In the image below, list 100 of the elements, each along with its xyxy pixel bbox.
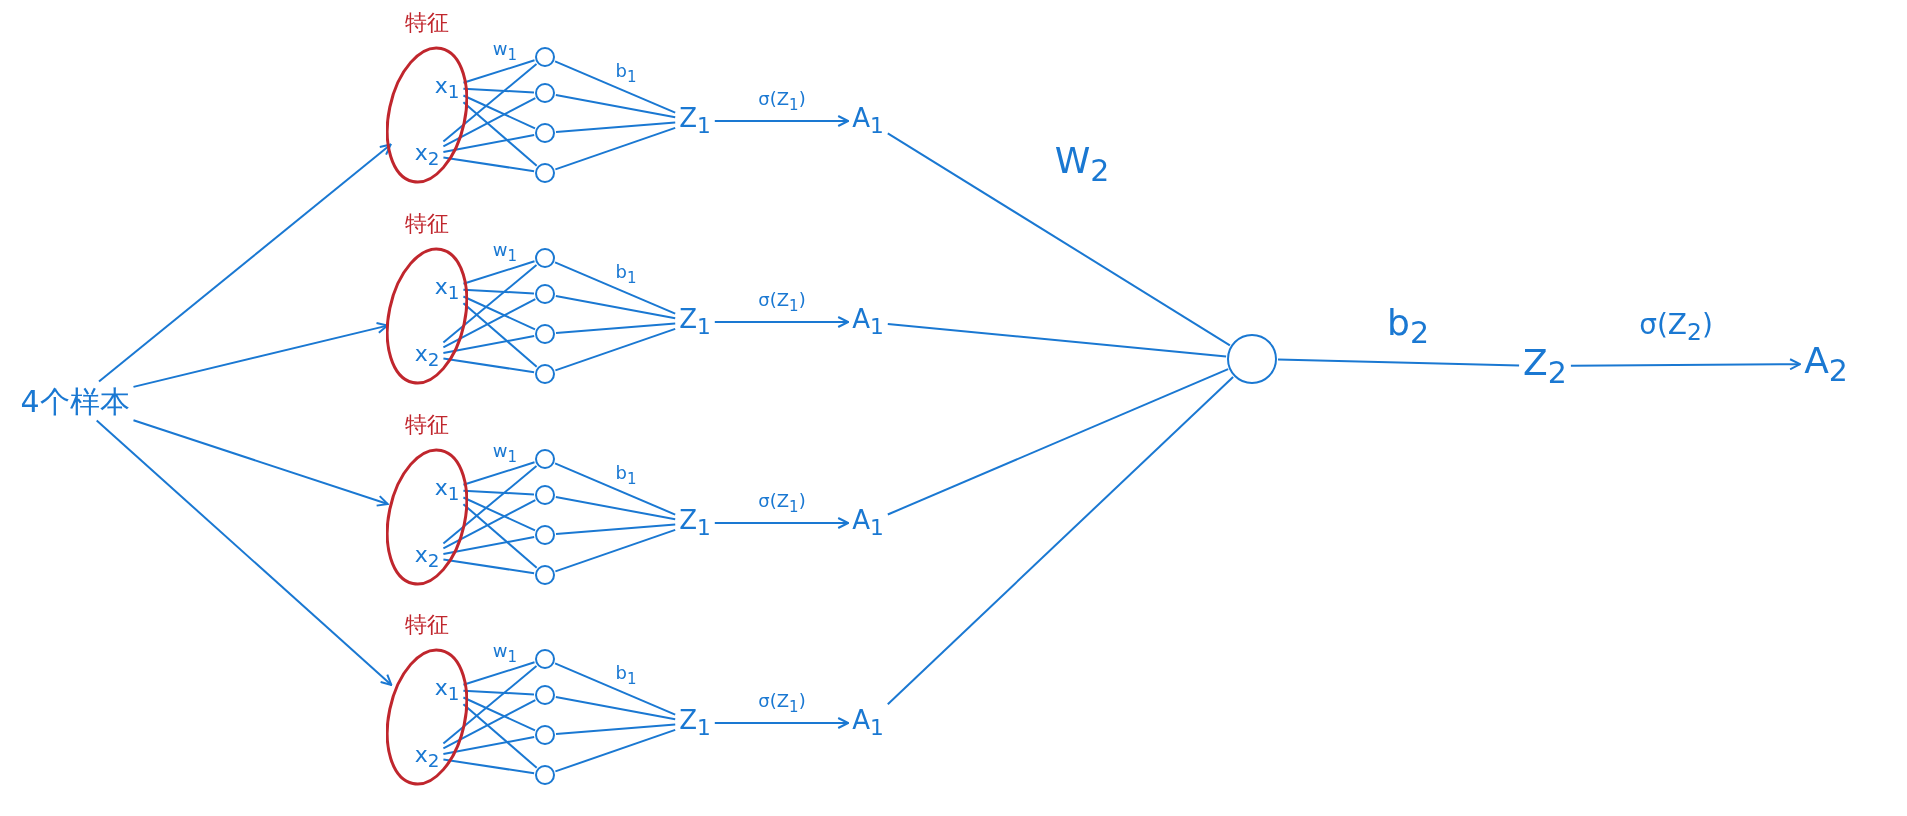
connector-line — [442, 264, 538, 344]
input-label: x$_{1}$ — [434, 475, 460, 505]
connector-line — [462, 703, 538, 769]
sample-label: 4个样本 — [20, 384, 130, 418]
connector-line — [554, 327, 677, 372]
neuron-circle — [535, 685, 555, 705]
connector-line — [554, 462, 677, 516]
connector-line — [442, 699, 537, 750]
activation-label: A$_{1}$ — [852, 506, 884, 540]
neuron-circle — [535, 47, 555, 67]
neuron-circle — [535, 449, 555, 469]
connector-line — [462, 288, 535, 295]
connector-line — [554, 696, 677, 721]
connector-line — [554, 60, 677, 114]
connector-line — [462, 87, 535, 94]
connector-line — [554, 295, 677, 320]
connector-line — [442, 665, 538, 745]
connector-line — [554, 94, 677, 119]
variable-label: Z$_{1}$ — [679, 706, 711, 740]
neuron-circle — [535, 649, 555, 669]
arrow — [713, 517, 850, 529]
connector-line — [886, 132, 1231, 347]
connector-line — [442, 97, 537, 148]
connector-line — [554, 126, 677, 171]
connector-line — [442, 298, 537, 349]
arrow — [713, 115, 850, 127]
connector-line — [462, 260, 536, 285]
input-label: x$_{1}$ — [434, 73, 460, 103]
connector-line — [555, 121, 677, 134]
connector-line — [462, 689, 535, 696]
variable-label: Z$_{1}$ — [679, 104, 711, 138]
arrow — [713, 717, 850, 729]
connector-line — [462, 503, 538, 569]
connector-line — [442, 536, 536, 555]
neuron-circle — [535, 525, 555, 545]
heading-text: 特征 — [405, 11, 449, 36]
heading-text: 特征 — [405, 613, 449, 638]
variable-label: Z$_{2}$ — [1523, 342, 1567, 390]
connector-line — [442, 499, 537, 550]
connector-line — [442, 357, 536, 374]
connector-line — [462, 94, 536, 130]
connector-line — [442, 758, 536, 775]
connector-line — [462, 302, 538, 368]
connector-line — [442, 558, 536, 575]
connector-line — [555, 322, 677, 335]
neuron-circle — [535, 725, 555, 745]
neuron-circle — [535, 248, 555, 268]
neuron-circle — [535, 765, 555, 785]
arrow — [95, 419, 393, 686]
activation-label: A$_{1}$ — [852, 104, 884, 138]
input-label: x$_{2}$ — [414, 542, 440, 572]
connector-line — [462, 489, 535, 496]
connector-line — [886, 375, 1235, 706]
connector-line — [442, 736, 536, 755]
neuron-circle — [535, 284, 555, 304]
connector-line — [554, 662, 677, 716]
input-label: x$_{2}$ — [414, 341, 440, 371]
input-label: x$_{2}$ — [414, 140, 440, 170]
activation-label: A$_{2}$ — [1804, 340, 1848, 388]
connector-line — [1277, 358, 1521, 367]
neuron-circle — [535, 163, 555, 183]
connector-line — [554, 728, 677, 773]
arrow — [1569, 358, 1802, 371]
connector-line — [442, 156, 536, 173]
connector-line — [554, 261, 677, 315]
neuron-circle — [535, 565, 555, 585]
connector-line — [442, 465, 538, 545]
activation-label: A$_{1}$ — [852, 706, 884, 740]
connector-line — [886, 368, 1230, 516]
connector-line — [462, 461, 536, 486]
connector-line — [442, 63, 538, 143]
connector-line — [554, 496, 677, 521]
connector-line — [442, 335, 536, 354]
neuron-circle — [535, 485, 555, 505]
neuron-circle — [535, 364, 555, 384]
connector-line — [554, 528, 677, 573]
heading-text: 特征 — [405, 413, 449, 438]
input-label: x$_{1}$ — [434, 274, 460, 304]
arrow — [132, 322, 389, 388]
input-label: x$_{1}$ — [434, 675, 460, 705]
output-circle — [1227, 334, 1277, 384]
connector-line — [555, 723, 677, 736]
input-label: x$_{2}$ — [414, 742, 440, 772]
connector-line — [886, 322, 1228, 358]
connector-line — [442, 134, 536, 153]
neuron-circle — [535, 123, 555, 143]
variable-label: Z$_{1}$ — [679, 305, 711, 339]
connector-line — [462, 496, 536, 532]
arrow — [713, 316, 850, 328]
connector-line — [462, 661, 536, 686]
connector-line — [462, 101, 538, 167]
heading-text: 特征 — [405, 212, 449, 237]
neuron-circle — [535, 83, 555, 103]
connector-line — [462, 295, 536, 331]
arrow — [132, 419, 389, 507]
connector-line — [462, 696, 536, 732]
connector-line — [555, 523, 677, 536]
connector-line — [462, 59, 536, 84]
arrow — [98, 143, 392, 383]
neuron-circle — [535, 324, 555, 344]
